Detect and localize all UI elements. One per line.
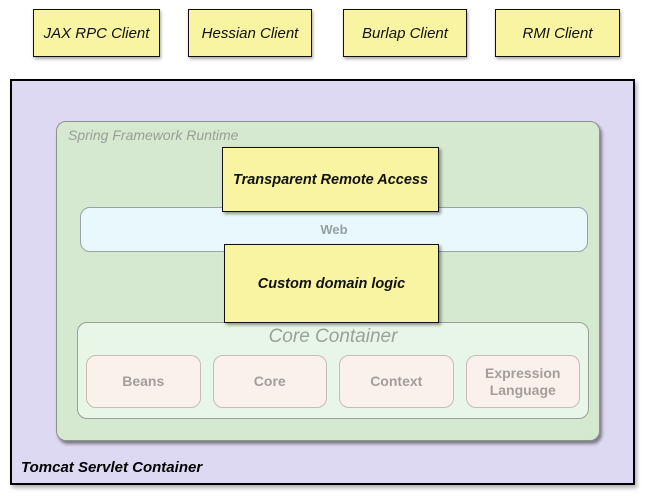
spring-runtime-label: Spring Framework Runtime — [68, 127, 239, 143]
core-container: Core Container Beans Core Context Expres… — [77, 322, 589, 419]
custom-domain-logic-box: Custom domain logic — [224, 244, 439, 323]
module-label: Core — [253, 373, 286, 390]
client-label: JAX RPC Client — [43, 24, 150, 42]
core-container-title: Core Container — [268, 326, 398, 347]
tomcat-container-label: Tomcat Servlet Container — [21, 459, 203, 476]
module-box-core: Core — [212, 355, 327, 408]
module-label: Beans — [122, 373, 165, 390]
client-box-hessian: Hessian Client — [188, 9, 312, 57]
web-layer-label: Web — [320, 222, 348, 237]
module-label: Context — [370, 373, 423, 390]
tomcat-servlet-container: Spring Framework Runtime Web Transparent… — [10, 79, 635, 485]
core-module-row: Beans Core Context Expression Language — [86, 355, 580, 408]
client-box-jax-rpc: JAX RPC Client — [33, 9, 160, 57]
custom-domain-logic-label: Custom domain logic — [257, 275, 406, 292]
module-box-expression-language: Expression Language — [465, 355, 580, 408]
client-label: Hessian Client — [201, 24, 299, 42]
client-box-rmi: RMI Client — [495, 9, 620, 57]
module-label: Expression Language — [485, 364, 561, 398]
module-box-context: Context — [339, 355, 454, 408]
client-box-burlap: Burlap Client — [343, 9, 467, 57]
client-label: RMI Client — [522, 24, 593, 42]
client-label: Burlap Client — [362, 24, 448, 42]
transparent-remote-access-box: Transparent Remote Access — [222, 147, 439, 212]
module-box-beans: Beans — [86, 355, 201, 408]
spring-framework-runtime: Spring Framework Runtime Web Transparent… — [56, 121, 600, 441]
transparent-remote-access-label: Transparent Remote Access — [232, 171, 429, 188]
